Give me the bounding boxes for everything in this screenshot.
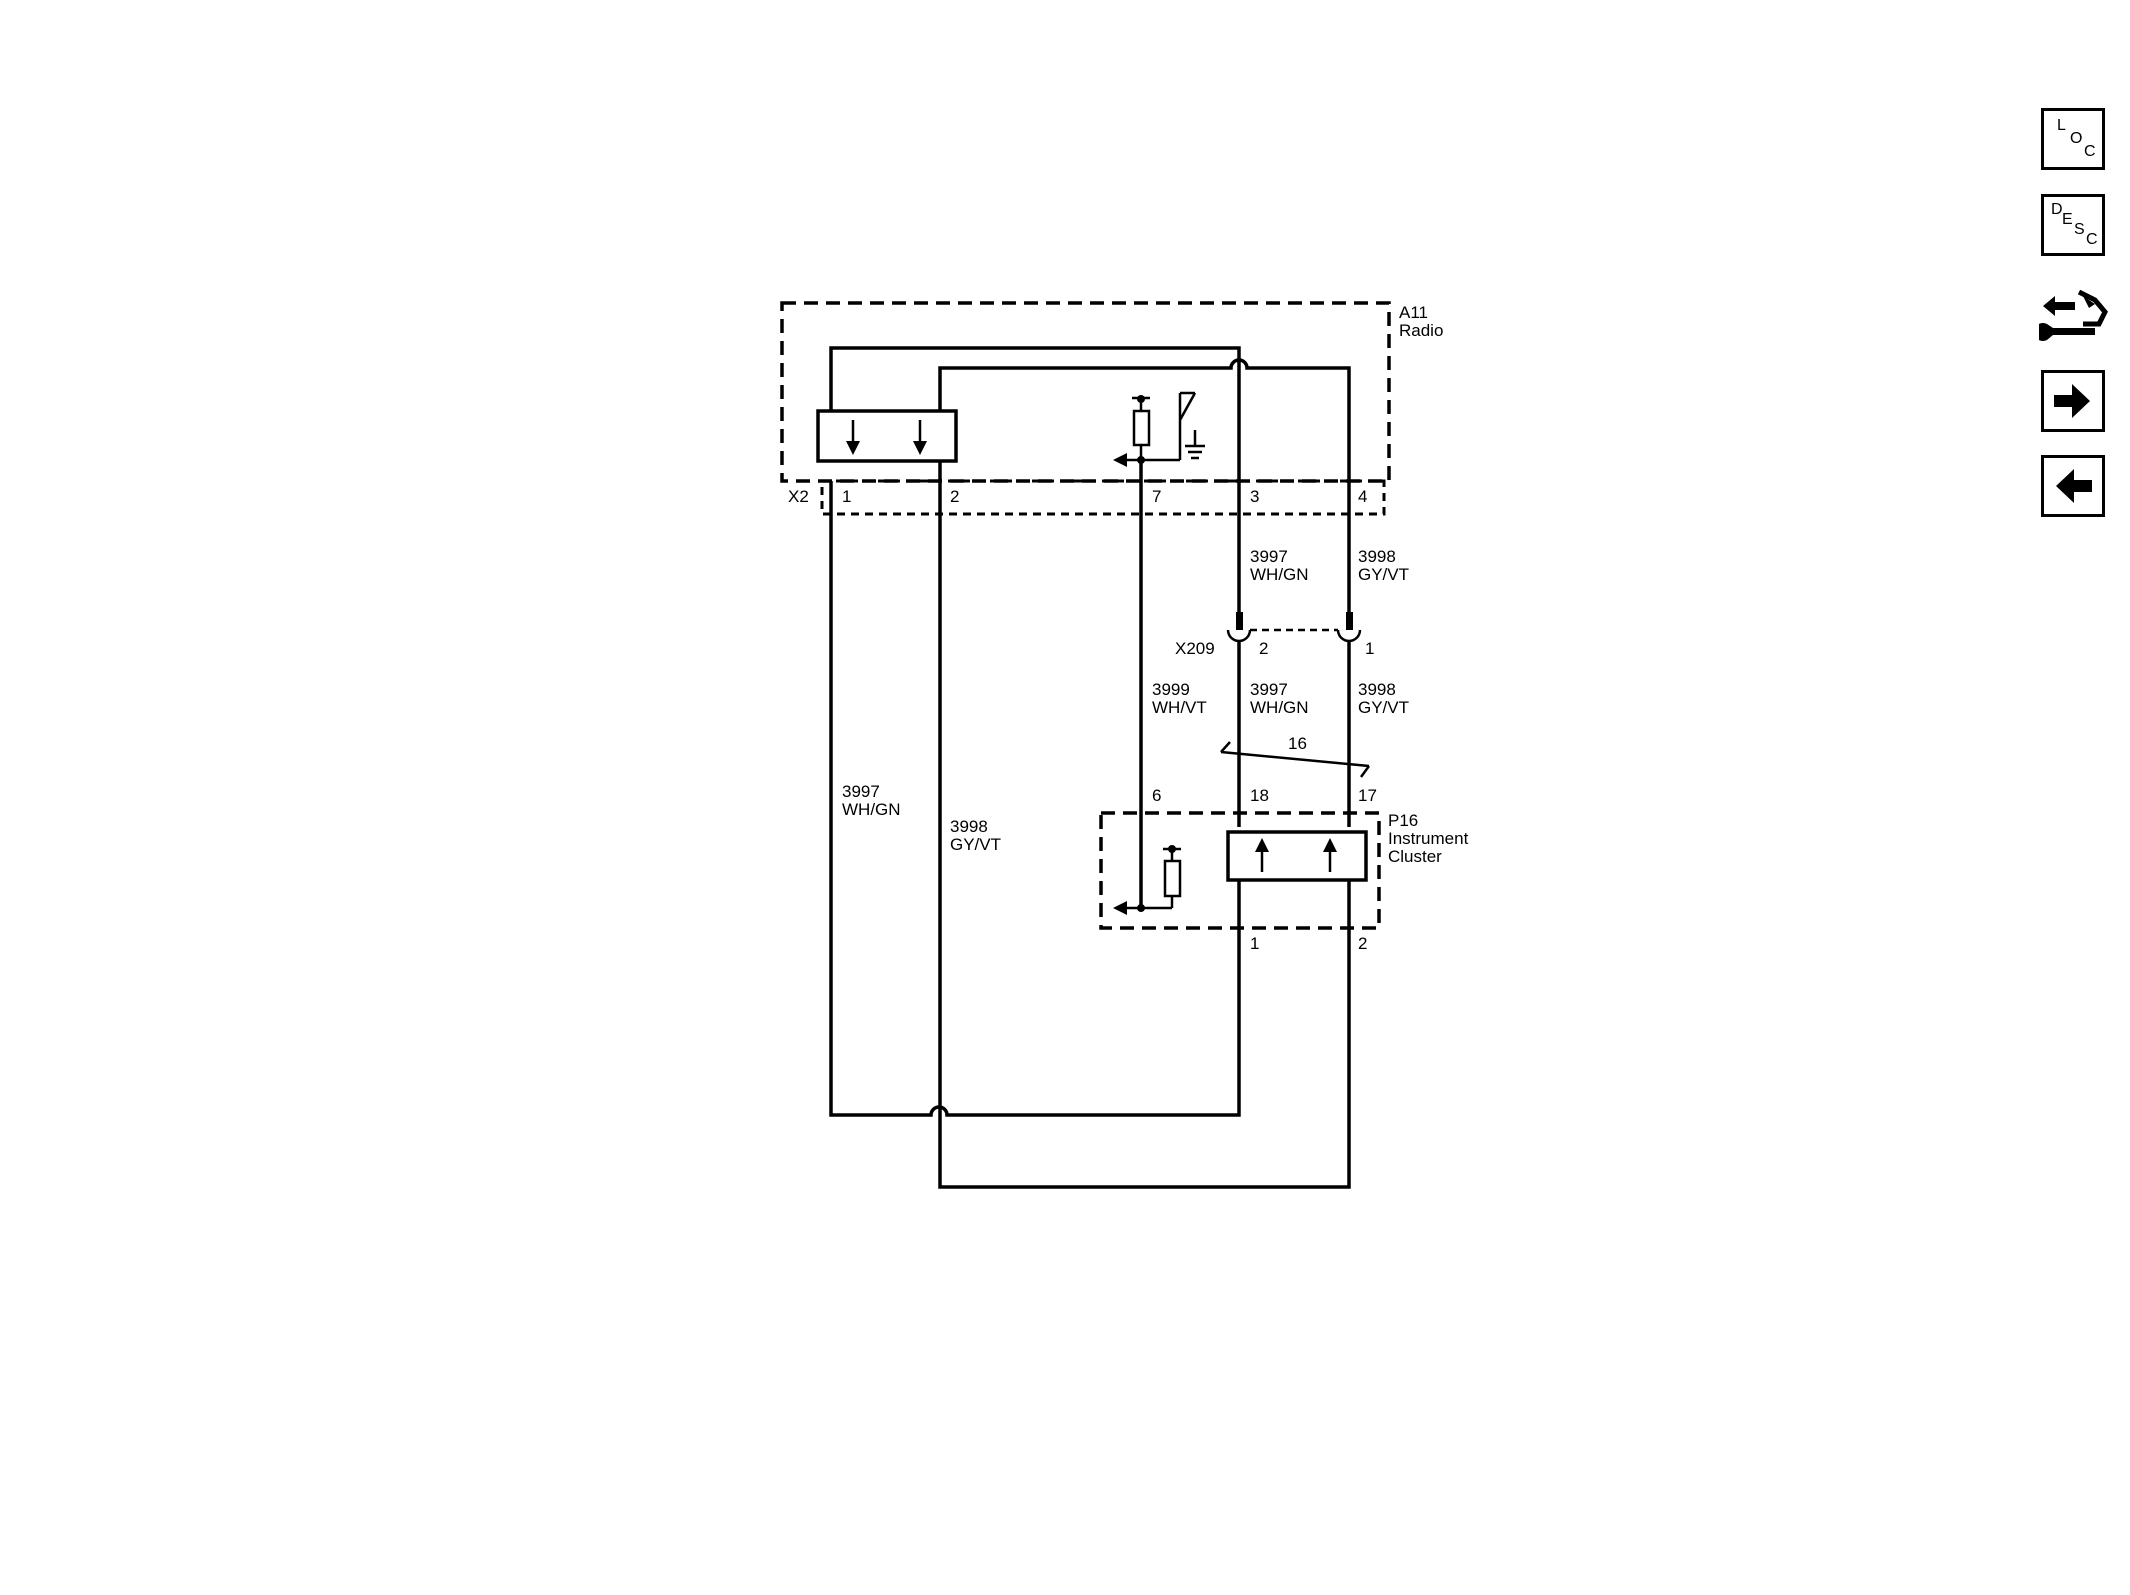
wire-3998-left-loop (938, 461, 1351, 1189)
label-3997-lower-color: WH/GN (1250, 698, 1309, 717)
desc-button[interactable]: D E S C (2041, 194, 2105, 256)
x209-connector (1226, 612, 1362, 643)
twisted-pair-marker (1220, 741, 1371, 778)
desc-letter-e: E (2062, 211, 2073, 228)
radio-internal-wire-3997 (829, 346, 1241, 411)
radio-name: Radio (1399, 321, 1443, 340)
connector-wrench-icon[interactable] (2039, 278, 2111, 348)
twisted-pair-label: 16 (1288, 734, 1307, 753)
radio-pin-1: 1 (842, 487, 851, 506)
radio-pin-7: 7 (1152, 487, 1161, 506)
wire-3997-left-loop (829, 481, 1241, 1117)
arrow-left-icon (2056, 469, 2092, 503)
radio-transceiver-arrow-2 (913, 420, 927, 455)
loc-letter-c: C (2084, 143, 2096, 160)
label-3999-circuit: 3999 (1152, 680, 1190, 699)
x209-pin-2: 2 (1259, 639, 1268, 658)
radio-pin-2: 2 (950, 487, 959, 506)
cluster-name-line1: Instrument (1388, 829, 1469, 848)
desc-letter-c: C (2086, 231, 2098, 248)
label-3997-left-circuit: 3997 (842, 782, 880, 801)
arrow-right-icon (2054, 384, 2090, 418)
x209-label: X209 (1175, 639, 1215, 658)
label-3997-upper-color: WH/GN (1250, 565, 1309, 584)
previous-button[interactable] (2041, 455, 2105, 517)
cluster-bottom-pin-1: 1 (1250, 934, 1259, 953)
cluster-pin-6: 6 (1152, 786, 1161, 805)
radio-transceiver (816, 409, 958, 463)
label-3998-left-circuit: 3998 (950, 817, 988, 836)
radio-transceiver-arrow-1 (846, 420, 860, 455)
next-button[interactable] (2041, 370, 2105, 432)
cluster-ref: P16 (1388, 811, 1418, 830)
loc-button[interactable]: L O C (2041, 108, 2105, 170)
x209-pin-1: 1 (1365, 639, 1374, 658)
cluster-transceiver-arrow-2 (1323, 838, 1337, 872)
radio-ref: A11 (1399, 303, 1428, 322)
radio-module-outline (780, 301, 1391, 483)
label-3998-left-color: GY/VT (950, 835, 1001, 854)
loc-letter-l: L (2057, 117, 2066, 134)
cluster-pin-18: 18 (1250, 786, 1269, 805)
cluster-name-line2: Cluster (1388, 847, 1442, 866)
desc-letter-s: S (2074, 221, 2085, 238)
radio-pin-3: 3 (1250, 487, 1259, 506)
radio-pin-4: 4 (1358, 487, 1367, 506)
radio-internal-wire-3998 (938, 358, 1351, 481)
radio-pullup-resistor (1113, 395, 1180, 467)
label-3998-upper-circuit: 3998 (1358, 547, 1396, 566)
label-3997-upper-circuit: 3997 (1250, 547, 1288, 566)
cluster-pullup-resistor (1113, 845, 1182, 915)
radio-connector-outline (820, 479, 1386, 516)
loc-letter-o: O (2070, 130, 2083, 147)
label-3998-lower-color: GY/VT (1358, 698, 1409, 717)
cluster-bottom-pin-2: 2 (1358, 934, 1367, 953)
radio-connector-label: X2 (788, 487, 809, 506)
desc-letter-d: D (2051, 201, 2063, 218)
cluster-transceiver (1226, 830, 1368, 882)
label-3997-left-color: WH/GN (842, 800, 901, 819)
label-3998-lower-circuit: 3998 (1358, 680, 1396, 699)
label-3999-color: WH/VT (1152, 698, 1207, 717)
label-3997-lower-circuit: 3997 (1250, 680, 1288, 699)
cluster-transceiver-arrow-1 (1255, 838, 1269, 872)
radio-ground-switch (1178, 391, 1205, 460)
cluster-pin-17: 17 (1358, 786, 1377, 805)
label-3998-upper-color: GY/VT (1358, 565, 1409, 584)
